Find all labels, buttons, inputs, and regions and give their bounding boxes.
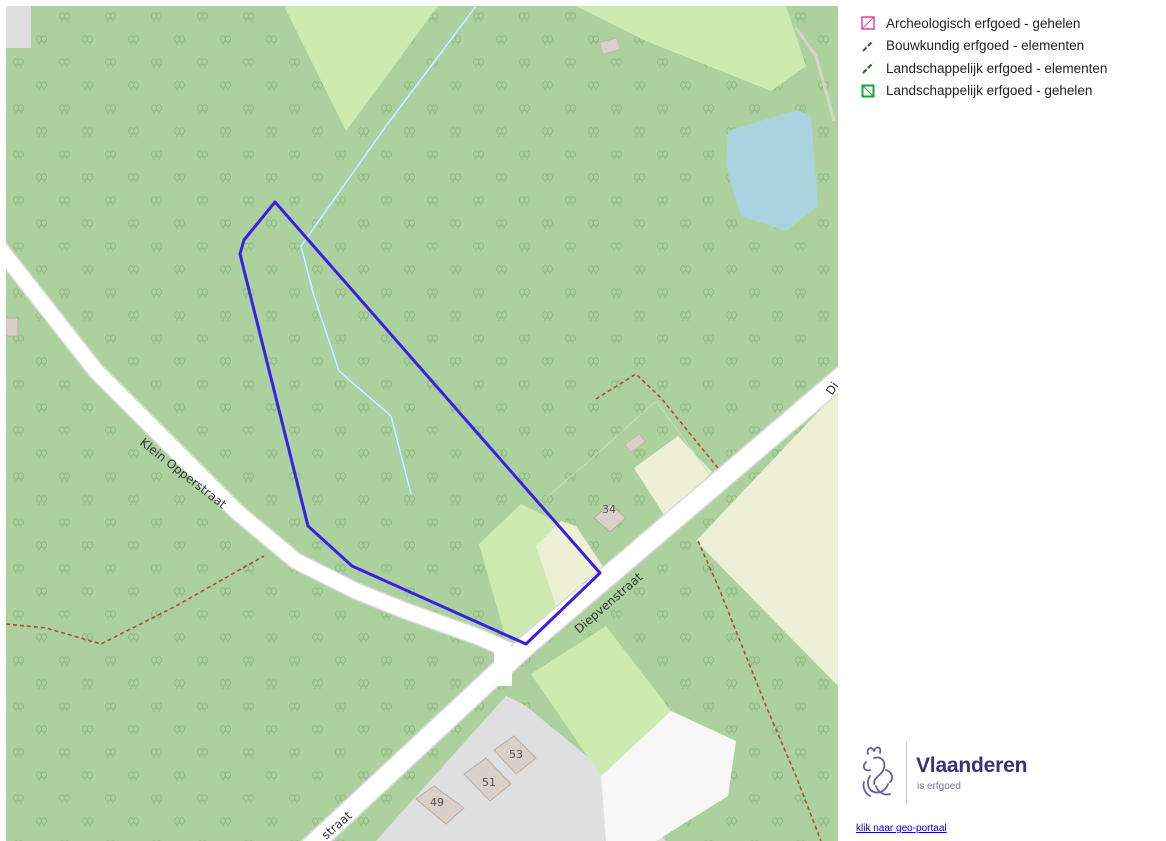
logo-subtitle: is erfgoed — [917, 781, 961, 792]
building-53 — [493, 735, 537, 775]
stream-inner — [300, 6, 477, 495]
legend-item-archeologisch: Archeologisch erfgoed - gehelen — [860, 12, 1160, 35]
vlaanderen-logo: Vlaanderen is erfgoed — [856, 742, 1056, 812]
forest-texture — [6, 6, 838, 841]
green-dashed-line-icon — [860, 60, 876, 76]
road-junction-stub — [494, 646, 512, 686]
logo-title: Vlaanderen — [916, 754, 1028, 777]
building-top-left — [6, 6, 31, 48]
brown-dashed-line-icon — [860, 38, 876, 54]
map-view[interactable]: 34 53 51 49 Klei — [6, 6, 838, 841]
path-top-right — [794, 27, 836, 122]
building-left-edge — [6, 317, 19, 337]
garden-boundary — [545, 400, 712, 499]
building-top-right — [599, 37, 621, 55]
building-small — [624, 433, 646, 453]
meadow-top-right — [576, 6, 806, 91]
building-49 — [415, 785, 465, 825]
green-hatched-square-icon — [860, 83, 876, 99]
road-klein-opperstraat-fill — [6, 244, 514, 658]
geo-portal-link[interactable]: klik naar geo-portaal — [856, 823, 947, 834]
house-number-34: 34 — [602, 503, 616, 516]
path-house-parcel — [595, 372, 719, 469]
legend-item-landschappelijk-elementen: Landschappelijk erfgoed - elementen — [860, 57, 1160, 80]
meadow-bottom-center — [531, 626, 671, 776]
house-number-53: 53 — [509, 748, 523, 761]
house-number-51: 51 — [482, 776, 496, 789]
house-number-49: 49 — [430, 796, 444, 809]
water-pond — [726, 110, 818, 231]
meadow-top-center — [284, 6, 438, 131]
legend-label-landschappelijk-elementen: Landschappelijk erfgoed - elementen — [886, 60, 1108, 76]
road-label-diepenstraat-top: Di — [823, 379, 838, 397]
building-34 — [593, 503, 627, 533]
legend-label-archeologisch: Archeologisch erfgoed - gehelen — [886, 15, 1081, 31]
farmland-parcel-right — [634, 436, 712, 518]
map-canvas[interactable]: 34 53 51 49 Klei — [6, 6, 838, 841]
legend: Archeologisch erfgoed - gehelen Bouwkund… — [860, 12, 1160, 102]
legend-label-bouwkundig: Bouwkundig erfgoed - elementen — [886, 38, 1085, 54]
legend-item-landschappelijk-gehelen: Landschappelijk erfgoed - gehelen — [860, 80, 1160, 103]
path-right — [697, 540, 822, 841]
logo-divider — [906, 742, 907, 804]
building-51 — [463, 757, 512, 802]
parcel-outline[interactable] — [238, 200, 602, 646]
legend-label-landschappelijk-gehelen: Landschappelijk erfgoed - gehelen — [886, 83, 1093, 99]
pink-hatched-square-icon — [860, 15, 876, 31]
flemish-lion-icon — [862, 746, 893, 797]
legend-item-bouwkundig: Bouwkundig erfgoed - elementen — [860, 35, 1160, 58]
road-diepvenstraat-fill — [302, 367, 838, 841]
white-field-bottom — [601, 711, 736, 841]
farmland-right — [696, 391, 838, 686]
